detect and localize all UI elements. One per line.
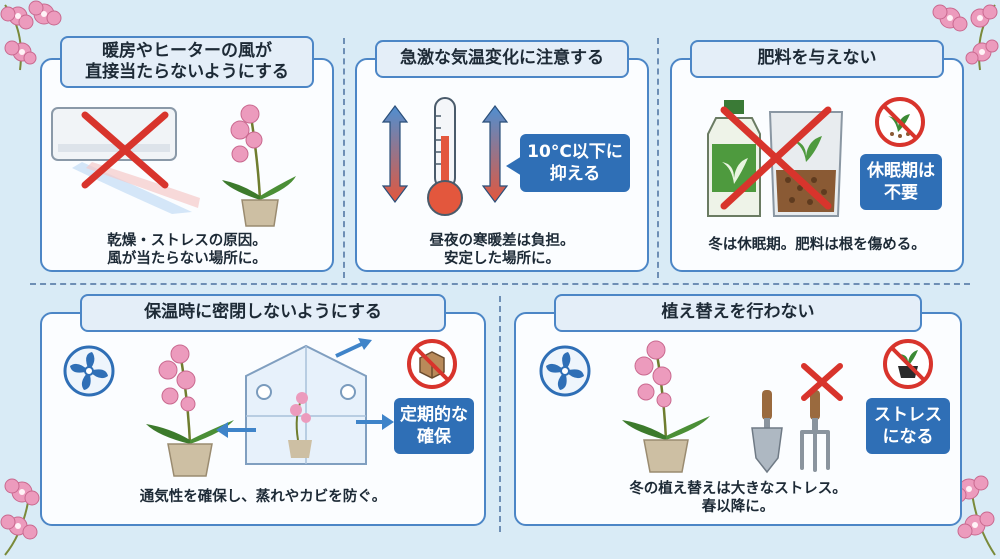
panel-title: 保温時に密閉しないようにする <box>80 294 446 332</box>
badge-line: 抑える <box>549 164 601 184</box>
panel-title: 肥料を与えない <box>690 40 944 78</box>
prohibit-cross-icon <box>801 363 843 401</box>
caption-line: 乾燥・ストレスの原因。 <box>107 233 267 249</box>
divider <box>657 38 659 278</box>
panel-caption: 通気性を確保し、蒸れやカビを防ぐ。 <box>80 488 446 506</box>
panel-title-line: 保温時に密閉しないようにする <box>144 302 382 323</box>
prohibit-cross-icon <box>720 106 832 210</box>
thermometer-icon <box>427 97 463 216</box>
orchid-pot-icon <box>622 340 710 473</box>
fan-icon <box>539 345 591 397</box>
repotting-badge: ストレス になる <box>866 398 950 454</box>
panel-title: 植え替えを行わない <box>554 294 922 332</box>
orchid-corner-icon <box>0 0 62 71</box>
panel-title: 暖房やヒーターの風が 直接当たらないようにする <box>60 36 314 88</box>
no-fertilizer-icon <box>875 97 925 147</box>
badge-line: 定期的な <box>400 404 468 425</box>
caption-line: 昼夜の寒暖差は負担。 <box>429 233 575 249</box>
temperature-badge: 10°C以下に 抑える <box>520 134 630 192</box>
fork-icon <box>800 390 830 472</box>
badge-line: 10°C以下に <box>527 141 623 162</box>
fertilizer-badge: 休眠期は 不要 <box>860 154 942 210</box>
divider <box>30 283 970 285</box>
panel-caption: 昼夜の寒暖差は負担。 安定した場所に。 <box>375 232 629 268</box>
panel-caption: 冬は休眠期。肥料は根を傷める。 <box>690 236 944 254</box>
divider <box>499 296 501 532</box>
badge-line: ストレス <box>874 404 942 425</box>
divider <box>343 38 345 278</box>
caption-line: 春以降に。 <box>701 499 775 516</box>
fan-icon <box>63 345 115 397</box>
caption-line: 通気性を確保し、蒸れやカビを防ぐ。 <box>139 489 387 505</box>
air-conditioner-icon <box>51 107 200 214</box>
panel-title-line: 植え替えを行わない <box>661 302 815 323</box>
panel-caption: 乾燥・ストレスの原因。 風が当たらない場所に。 <box>60 232 314 268</box>
caption-line: 風が当たらない場所に。 <box>107 251 267 268</box>
up-down-arrows-icon <box>381 105 509 203</box>
caption-line: 冬は休眠期。肥料は根を傷める。 <box>708 237 926 253</box>
no-repotting-icon <box>883 339 933 389</box>
badge-line: 確保 <box>417 427 451 447</box>
panel-caption: 冬の植え替えは大きなストレス。 春以降に。 <box>554 480 922 516</box>
trowel-icon <box>751 390 783 474</box>
panel-title-line: 暖房やヒーターの風が <box>102 40 272 61</box>
ventilation-badge: 定期的な 確保 <box>394 398 474 454</box>
orchid-corner-icon <box>0 478 40 556</box>
badge-line: になる <box>882 427 934 447</box>
greenhouse-icon <box>216 338 394 465</box>
panel-title-line: 急激な気温変化に注意する <box>400 48 604 69</box>
badge-pointer <box>506 156 522 176</box>
panel-title-line: 肥料を与えない <box>757 48 877 69</box>
no-sealed-box-icon <box>407 339 457 389</box>
fertilizer-bag-icon <box>768 111 844 217</box>
prohibit-cross-icon <box>81 111 169 189</box>
badge-line: 休眠期は <box>867 160 935 181</box>
orchid-pot-icon <box>222 104 296 227</box>
caption-line: 冬の植え替えは大きなストレス。 <box>629 481 847 497</box>
badge-line: 不要 <box>884 183 918 203</box>
caption-line: 安定した場所に。 <box>444 251 560 268</box>
panel-title: 急激な気温変化に注意する <box>375 40 629 78</box>
panel-title-line: 直接当たらないようにする <box>85 62 289 82</box>
orchid-corner-icon <box>932 4 999 71</box>
